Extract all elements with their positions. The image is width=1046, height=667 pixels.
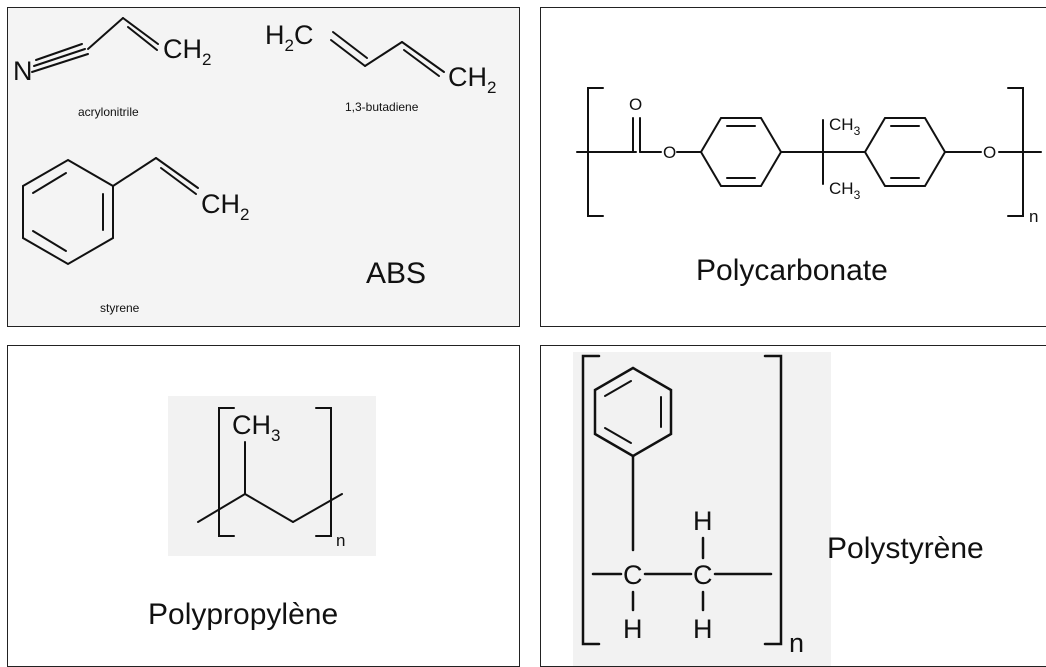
polypropylene-title: Polypropylène — [148, 598, 338, 631]
abs-panel: N CH2 acrylonitrile H2C CH2 1,3-butadien… — [7, 7, 520, 327]
double-bond-left-2 — [332, 31, 368, 59]
triple-bond-1 — [35, 43, 83, 61]
repeat-n-label: n — [789, 628, 804, 658]
vinyl-double-bond-2 — [160, 167, 197, 195]
repeat-n-label: n — [336, 531, 345, 550]
polypropylene-structure: CH3 n Polypropylène — [148, 396, 376, 631]
double-bond-left-1 — [330, 39, 366, 67]
styrene-label: styrene — [100, 301, 140, 315]
vinyl-single-bond — [112, 157, 157, 187]
vinyl-double-bond-1 — [155, 157, 199, 189]
methyl-bottom-atom: CH3 — [829, 179, 861, 202]
h-atom-top: H — [693, 506, 713, 536]
butadiene-h2c-atom: H2C — [265, 20, 313, 55]
benzene-ring-right — [863, 117, 947, 187]
h-atom-bottom-left: H — [623, 614, 643, 644]
double-bond-right-2 — [403, 49, 440, 77]
butadiene-structure: H2C CH2 1,3-butadiene — [265, 20, 496, 114]
double-bond-1 — [122, 17, 159, 45]
chain-bond-right — [292, 493, 343, 523]
left-bracket — [581, 354, 601, 646]
polypropylene-panel: CH3 n Polypropylène — [7, 345, 520, 667]
structure-backdrop — [168, 396, 376, 556]
c-atom-left: C — [623, 560, 643, 590]
benzene-ring-left — [699, 117, 783, 187]
butadiene-ch2-atom: CH2 — [448, 62, 496, 97]
polycarbonate-panel: O O CH3 CH3 O n Polycarbonate — [540, 7, 1046, 327]
methyl-top-atom: CH3 — [829, 115, 861, 138]
acrylonitrile-n-atom: N — [13, 56, 33, 86]
triple-bond-2 — [33, 48, 86, 67]
polystyrene-panel: C C H H H n Polystyrène — [540, 345, 1046, 667]
polystyrene-title: Polystyrène — [827, 532, 984, 565]
chain-bond-middle — [244, 493, 294, 523]
ring-inner-bond-3 — [604, 427, 632, 444]
left-bracket — [218, 407, 235, 537]
single-bond — [87, 17, 124, 50]
styrene-structure: CH2 styrene — [22, 157, 249, 315]
structure-backdrop — [573, 352, 831, 666]
c-atom-right: C — [693, 560, 713, 590]
polycarbonate-structure: O O CH3 CH3 O n Polycarbonate — [576, 87, 1042, 287]
methyl-atom: CH3 — [232, 410, 280, 445]
double-bond-right-1 — [401, 41, 445, 73]
right-bracket — [315, 407, 332, 537]
abs-structures: N CH2 acrylonitrile H2C CH2 1,3-butadien… — [13, 17, 496, 315]
repeat-n-label: n — [1029, 207, 1038, 226]
ester-o-atom: O — [663, 143, 676, 162]
chain-bond-left — [197, 493, 246, 523]
central-single-bond — [364, 41, 403, 67]
ether-o-atom: O — [983, 143, 996, 162]
polystyrene-structure: C C H H H n Polystyrène — [573, 352, 984, 666]
acrylonitrile-ch-atom: CH2 — [163, 34, 211, 69]
ring-inner-bond-1 — [32, 172, 67, 194]
styrene-ch2-atom: CH2 — [201, 189, 249, 224]
polycarbonate-title: Polycarbonate — [696, 254, 888, 287]
butadiene-label: 1,3-butadiene — [345, 100, 419, 114]
ring-inner-bond-1 — [604, 380, 632, 397]
triple-bond-3 — [31, 53, 89, 73]
right-bracket — [763, 354, 783, 646]
acrylonitrile-structure: N CH2 acrylonitrile — [13, 17, 211, 119]
styrene-benzene-ring — [22, 158, 114, 266]
carbonyl-o-atom: O — [629, 95, 642, 114]
ring-inner-bond-3 — [32, 230, 67, 252]
double-bond-2 — [127, 26, 158, 51]
h-atom-bottom-right: H — [693, 614, 713, 644]
abs-title: ABS — [366, 257, 426, 290]
acrylonitrile-label: acrylonitrile — [78, 105, 139, 119]
